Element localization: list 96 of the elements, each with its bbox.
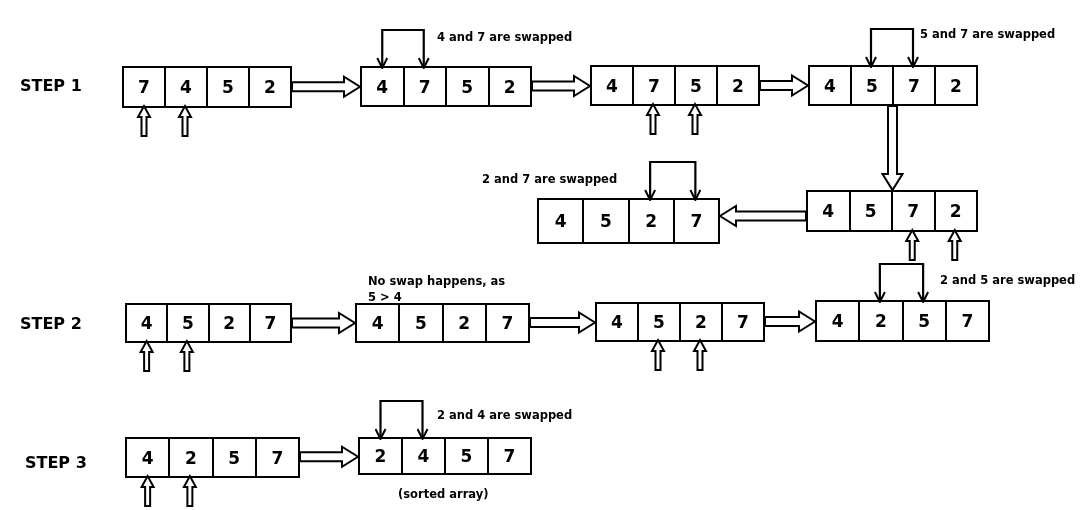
pointer-arrow bbox=[182, 473, 198, 507]
pointer-arrow bbox=[139, 473, 156, 507]
cell-value: 5 bbox=[461, 76, 474, 97]
cell-value: 2 bbox=[184, 447, 197, 468]
cell-value: 2 bbox=[874, 311, 887, 331]
pointer-arrow bbox=[687, 101, 703, 135]
cell-value: 2 bbox=[374, 446, 387, 466]
cell-value: 4 bbox=[611, 312, 623, 332]
annotation-text: (sorted array) bbox=[398, 487, 490, 503]
step-label: STEP 1 bbox=[20, 76, 82, 95]
cell-value: 7 bbox=[418, 76, 431, 97]
pointer-arrow bbox=[904, 227, 920, 261]
pointer-arrow bbox=[138, 338, 155, 372]
cell-value: 4 bbox=[824, 75, 836, 96]
cell-value: 5 bbox=[228, 447, 241, 468]
annotation-text: 2 and 7 are swapped bbox=[482, 172, 619, 188]
cell-value: 2 bbox=[950, 75, 962, 96]
cell-value: 2 bbox=[223, 313, 236, 333]
array-box bbox=[590, 65, 760, 106]
cell-value: 5 bbox=[414, 313, 427, 333]
pointer-arrow bbox=[177, 103, 193, 137]
block-arrow bbox=[529, 310, 597, 335]
cell-value: 4 bbox=[180, 77, 192, 97]
annotation-text: 4 and 7 are swapped bbox=[437, 30, 574, 46]
cell-value: 7 bbox=[138, 77, 150, 97]
swap-arrow bbox=[873, 262, 930, 303]
step-label: STEP 2 bbox=[20, 314, 82, 333]
cell-value: 5 bbox=[864, 201, 877, 221]
cell-value: 7 bbox=[648, 75, 660, 96]
pointer-arrow bbox=[179, 338, 195, 372]
block-arrow bbox=[291, 74, 362, 99]
pointer-arrow bbox=[645, 101, 661, 135]
cell-value: 2 bbox=[695, 312, 707, 332]
cell-value: 7 bbox=[908, 75, 920, 96]
swap-arrow bbox=[644, 160, 702, 201]
cell-value: 7 bbox=[907, 201, 920, 221]
array-box bbox=[537, 198, 720, 244]
cell-value: 2 bbox=[732, 75, 744, 96]
cell-value: 4 bbox=[376, 76, 389, 97]
cell-value: 2 bbox=[458, 313, 471, 333]
array-box bbox=[808, 65, 978, 106]
array-box bbox=[358, 437, 532, 475]
cell-value: 7 bbox=[501, 313, 514, 333]
block-arrow bbox=[880, 105, 905, 192]
cell-value: 5 bbox=[460, 446, 473, 466]
cell-value: 4 bbox=[417, 446, 430, 466]
cell-value: 4 bbox=[822, 201, 835, 221]
pointer-arrow bbox=[947, 227, 963, 261]
cell-value: 4 bbox=[141, 447, 154, 468]
block-arrow bbox=[291, 311, 357, 335]
block-arrow bbox=[764, 309, 817, 334]
array-box bbox=[806, 190, 978, 232]
annotation-text: 2 and 4 are swapped bbox=[437, 408, 574, 424]
annotation-text: 5 and 7 are swapped bbox=[920, 27, 1057, 43]
cell-value: 2 bbox=[503, 76, 516, 97]
array-box bbox=[815, 300, 990, 342]
pointer-arrow bbox=[650, 337, 666, 371]
cell-value: 7 bbox=[737, 312, 749, 332]
cell-value: 5 bbox=[653, 312, 665, 332]
swap-arrow bbox=[376, 28, 430, 69]
block-arrow bbox=[718, 204, 807, 228]
array-box bbox=[360, 66, 532, 107]
cell-value: 5 bbox=[866, 75, 878, 96]
cell-value: 2 bbox=[264, 77, 276, 97]
cell-value: 7 bbox=[271, 447, 284, 468]
annotation-text: 2 and 5 are swapped bbox=[940, 273, 1077, 289]
cell-value: 4 bbox=[554, 211, 567, 231]
array-box bbox=[355, 303, 530, 343]
cell-value: 5 bbox=[690, 75, 702, 96]
array-box bbox=[122, 66, 292, 108]
pointer-arrow bbox=[136, 103, 152, 137]
array-box bbox=[595, 302, 765, 342]
cell-value: 7 bbox=[503, 446, 516, 466]
cell-value: 5 bbox=[918, 311, 931, 331]
annotation-text: No swap happens, as 5 > 4 bbox=[368, 274, 507, 306]
cell-value: 4 bbox=[140, 313, 153, 333]
cell-value: 7 bbox=[961, 311, 974, 331]
cell-value: 5 bbox=[222, 77, 234, 97]
block-arrow bbox=[531, 74, 592, 98]
cell-value: 5 bbox=[181, 313, 194, 333]
cell-value: 5 bbox=[599, 211, 612, 231]
array-box bbox=[125, 437, 300, 478]
cell-value: 7 bbox=[264, 313, 277, 333]
cell-value: 4 bbox=[606, 75, 618, 96]
step-label: STEP 3 bbox=[25, 453, 87, 472]
array-box bbox=[125, 303, 292, 343]
block-arrow bbox=[759, 73, 810, 98]
cell-value: 2 bbox=[949, 201, 962, 221]
cell-value: 4 bbox=[831, 311, 844, 331]
cell-value: 2 bbox=[645, 211, 658, 231]
cell-value: 4 bbox=[371, 313, 384, 333]
swap-arrow bbox=[374, 399, 429, 440]
pointer-arrow bbox=[692, 337, 708, 371]
swap-arrow bbox=[865, 27, 919, 68]
block-arrow bbox=[299, 444, 360, 469]
cell-value: 7 bbox=[690, 211, 703, 231]
